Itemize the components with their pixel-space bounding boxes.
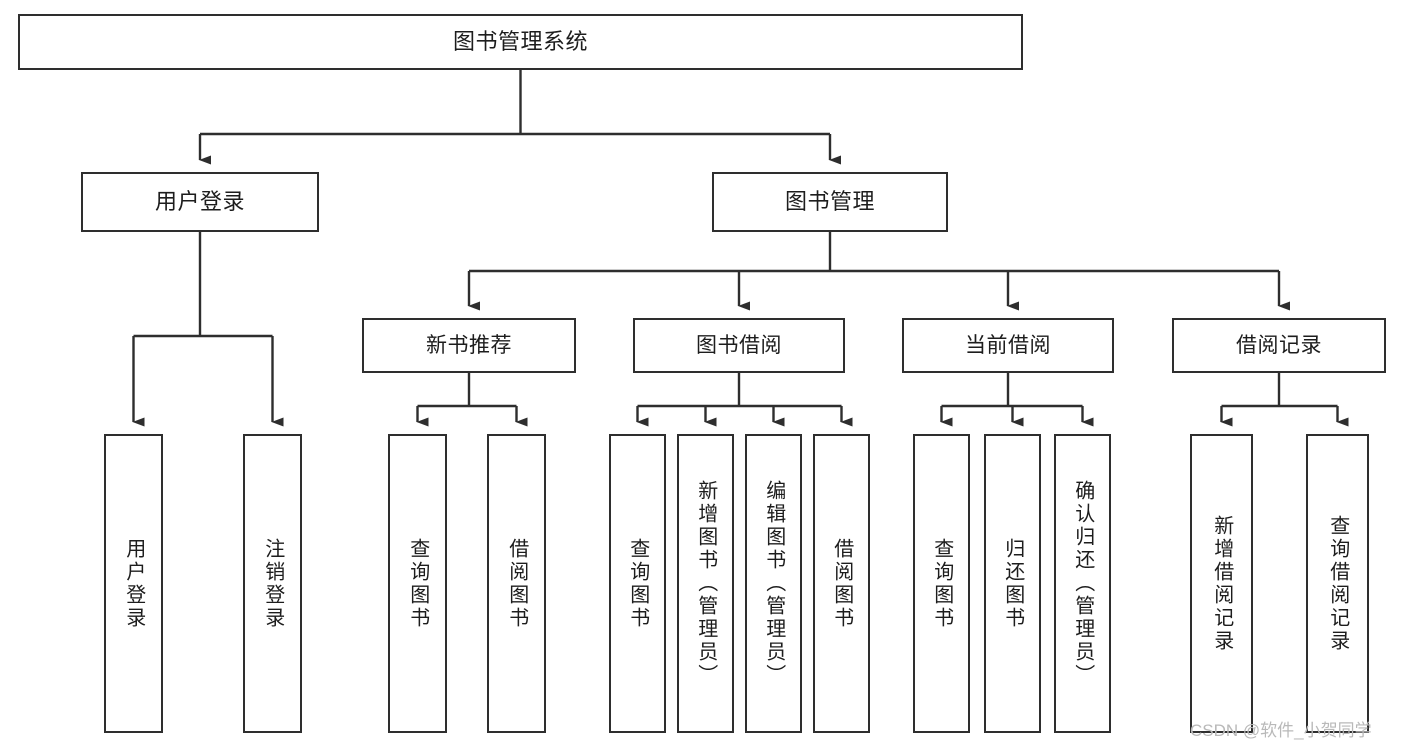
node-leaf-query-book-2[interactable]: 查询图书 bbox=[609, 434, 666, 733]
node-leaf-user-logout[interactable]: 注销登录 bbox=[243, 434, 302, 733]
edge-group bbox=[132, 70, 1349, 427]
node-label-book-borrow: 图书借阅 bbox=[696, 333, 782, 357]
node-leaf-borrow-book-1[interactable]: 借阅图书 bbox=[487, 434, 546, 733]
node-label-new-book-rec: 新书推荐 bbox=[426, 333, 512, 357]
node-leaf-confirm-ret[interactable]: 确认归还（管理员） bbox=[1054, 434, 1111, 733]
node-label-leaf-user-logout: 注销登录 bbox=[261, 537, 284, 630]
node-label-leaf-query-book-1: 查询图书 bbox=[406, 537, 429, 630]
node-borrow-record[interactable]: 借阅记录 bbox=[1172, 318, 1386, 373]
node-leaf-query-book-1[interactable]: 查询图书 bbox=[388, 434, 447, 733]
node-label-borrow-record: 借阅记录 bbox=[1236, 333, 1322, 357]
node-leaf-add-book[interactable]: 新增图书（管理员） bbox=[677, 434, 734, 733]
watermark-text: CSDN @软件_小贺同学 bbox=[1190, 721, 1372, 740]
node-label-leaf-add-record: 新增借阅记录 bbox=[1210, 514, 1233, 653]
node-leaf-user-login[interactable]: 用户登录 bbox=[104, 434, 163, 733]
node-leaf-query-record[interactable]: 查询借阅记录 bbox=[1306, 434, 1369, 733]
node-label-leaf-query-record: 查询借阅记录 bbox=[1326, 514, 1349, 653]
node-book-borrow[interactable]: 图书借阅 bbox=[633, 318, 845, 373]
node-leaf-borrow-book-2[interactable]: 借阅图书 bbox=[813, 434, 870, 733]
node-current-borrow[interactable]: 当前借阅 bbox=[902, 318, 1114, 373]
node-label-leaf-user-login: 用户登录 bbox=[122, 537, 145, 630]
node-label-leaf-edit-book: 编辑图书（管理员） bbox=[762, 480, 785, 687]
node-label-book-manage: 图书管理 bbox=[784, 188, 875, 214]
node-user-login[interactable]: 用户登录 bbox=[81, 172, 319, 232]
node-label-leaf-add-book: 新增图书（管理员） bbox=[694, 480, 717, 687]
node-leaf-edit-book[interactable]: 编辑图书（管理员） bbox=[745, 434, 802, 733]
node-label-root: 图书管理系统 bbox=[452, 28, 588, 54]
node-new-book-rec[interactable]: 新书推荐 bbox=[362, 318, 576, 373]
node-label-leaf-borrow-book-2: 借阅图书 bbox=[830, 537, 853, 630]
node-book-manage[interactable]: 图书管理 bbox=[712, 172, 948, 232]
node-leaf-query-book-3[interactable]: 查询图书 bbox=[913, 434, 970, 733]
node-label-leaf-borrow-book-1: 借阅图书 bbox=[505, 537, 528, 630]
node-label-leaf-return-book: 归还图书 bbox=[1001, 537, 1024, 630]
node-label-leaf-query-book-2: 查询图书 bbox=[626, 537, 649, 630]
node-label-current-borrow: 当前借阅 bbox=[965, 333, 1051, 357]
node-label-leaf-confirm-ret: 确认归还（管理员） bbox=[1071, 480, 1094, 687]
node-label-user-login: 用户登录 bbox=[154, 188, 245, 214]
node-leaf-return-book[interactable]: 归还图书 bbox=[984, 434, 1041, 733]
node-label-leaf-query-book-3: 查询图书 bbox=[930, 537, 953, 630]
node-root[interactable]: 图书管理系统 bbox=[18, 14, 1023, 70]
node-leaf-add-record[interactable]: 新增借阅记录 bbox=[1190, 434, 1253, 733]
